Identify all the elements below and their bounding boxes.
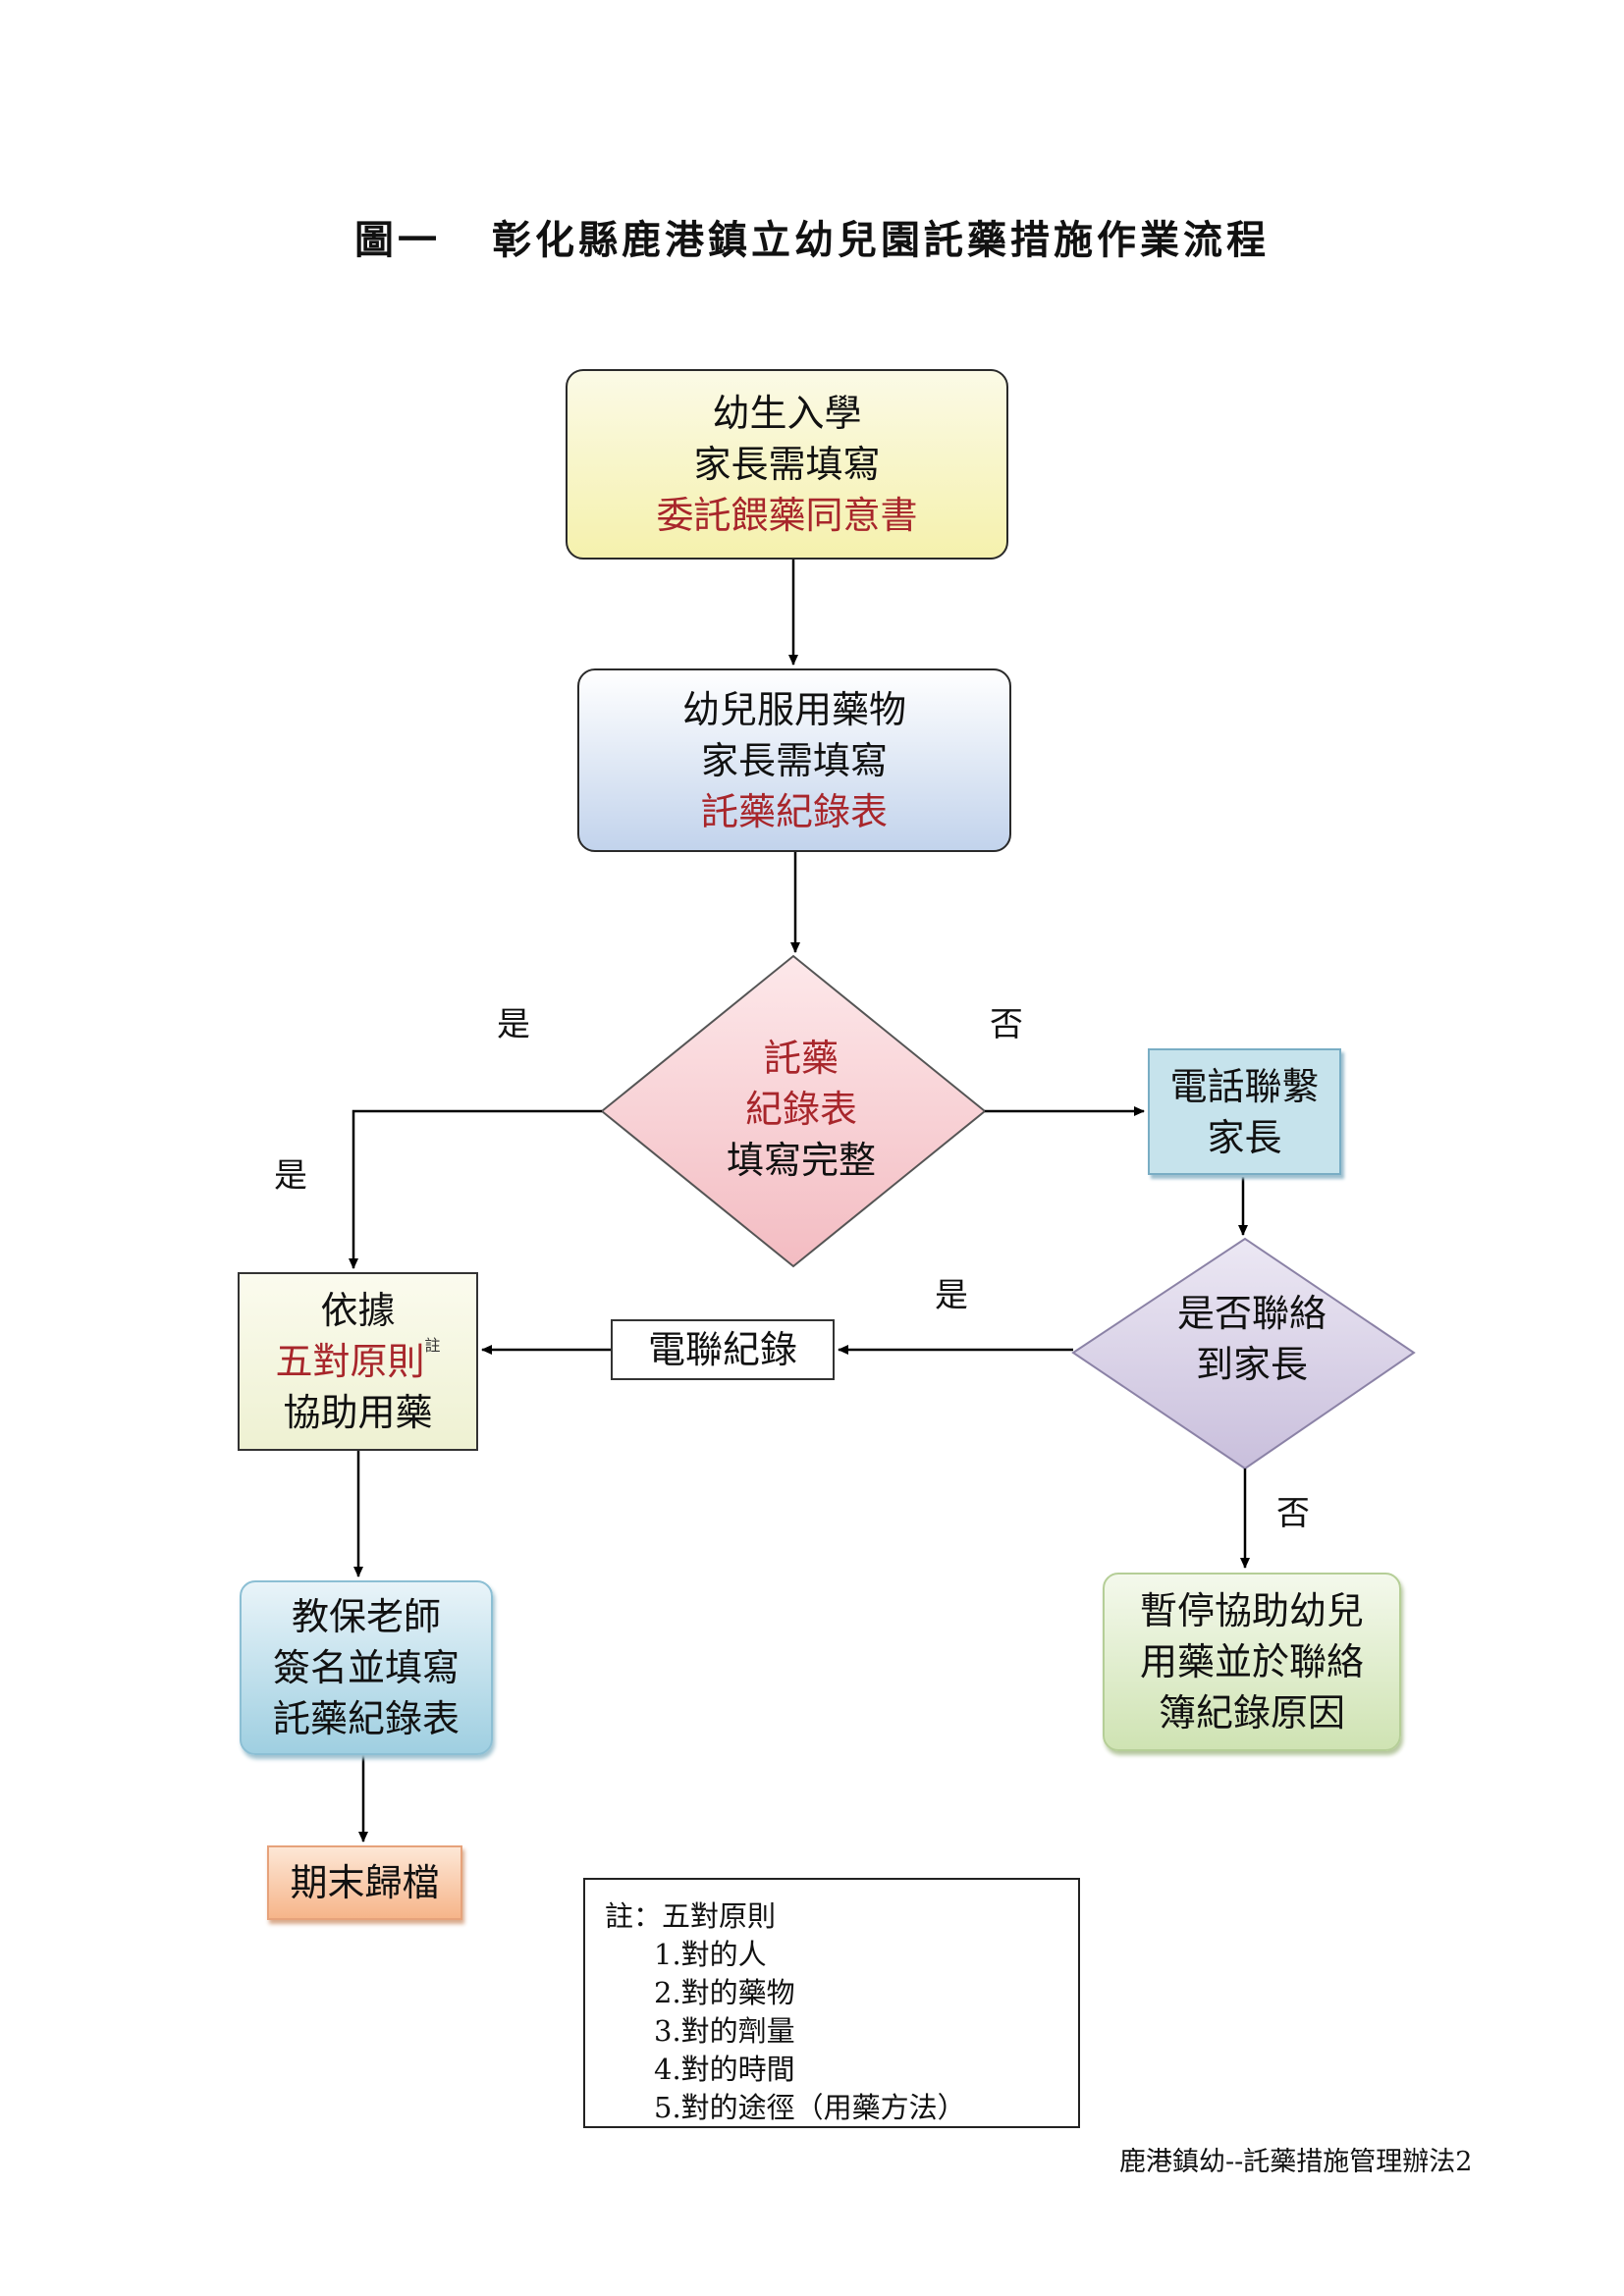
node-line: 幼生入學 <box>712 392 862 435</box>
edge-label-no: 否 <box>1276 1494 1310 1533</box>
note-item: 3.對的劑量 <box>654 2014 795 2048</box>
node-phone-parent: 電話聯繫 家長 <box>1148 1048 1341 1175</box>
node-child-medication: 幼兒服用藥物 家長需填寫 託藥紀錄表 <box>577 668 1011 852</box>
node-line: 是否聯絡 <box>1176 1292 1326 1335</box>
figure-number: 圖一 <box>354 217 441 263</box>
node-line: 託藥紀錄表 <box>272 1697 460 1740</box>
arrow-yes-to-assist <box>349 1109 602 1269</box>
node-line: 家長需填寫 <box>693 443 881 486</box>
footer-text: 鹿港鎮幼--託藥措施管理辦法 <box>1119 2147 1456 2177</box>
record-form-name: 託藥紀錄表 <box>700 789 888 833</box>
node-line: 簽名並填寫 <box>272 1646 460 1689</box>
node-line: 託藥 <box>763 1037 839 1080</box>
edge-label-yes: 是 <box>935 1276 968 1315</box>
node-enrollment: 幼生入學 家長需填寫 委託餵藥同意書 <box>566 369 1008 560</box>
node-line: 簿紀錄原因 <box>1158 1691 1345 1735</box>
note-item: 4.對的時間 <box>654 2053 795 2086</box>
note-marker: 註 <box>424 1336 441 1355</box>
node-teacher-sign: 教保老師 簽名並填寫 託藥紀錄表 <box>240 1580 493 1755</box>
note-item: 5.對的途徑（用藥方法） <box>654 2091 966 2124</box>
note-item: 2.對的藥物 <box>654 1976 795 2009</box>
node-line: 紀錄表 <box>744 1088 857 1131</box>
node-line: 依據 <box>320 1289 396 1332</box>
node-line: 教保老師 <box>291 1595 441 1638</box>
consent-form-name: 委託餵藥同意書 <box>656 494 918 537</box>
page-title: 圖一 彰化縣鹿港鎮立幼兒園託藥措施作業流程 <box>0 208 1624 265</box>
node-line: 期末歸檔 <box>290 1861 440 1904</box>
node-suspend-assist: 暫停協助幼兒 用藥並於聯絡 簿紀錄原因 <box>1103 1573 1401 1751</box>
decision-parent-reached-label: 是否聯絡 到家長 <box>1105 1281 1399 1397</box>
title-text: 彰化縣鹿港鎮立幼兒園託藥措施作業流程 <box>492 217 1270 263</box>
page-number: 2 <box>1455 2147 1473 2177</box>
page-footer: 鹿港鎮幼--託藥措施管理辦法2 <box>1119 2140 1472 2178</box>
node-line: 家長 <box>1207 1115 1282 1159</box>
edge-label-yes: 是 <box>497 1005 530 1044</box>
node-line: 電聯紀錄 <box>647 1328 797 1371</box>
edge-label-yes: 是 <box>274 1156 307 1196</box>
node-line: 用藥並於聯絡 <box>1139 1640 1364 1683</box>
note-heading: 註：五對原則 <box>605 1899 777 1933</box>
five-rights-label: 五對原則 <box>275 1340 425 1383</box>
decision-form-complete-label: 託藥 紀錄表 填寫完整 <box>674 1023 929 1196</box>
edge-label-no: 否 <box>990 1005 1023 1044</box>
node-line: 到家長 <box>1195 1343 1308 1386</box>
node-line: 填寫完整 <box>726 1139 876 1182</box>
node-call-log: 電聯紀錄 <box>611 1319 835 1380</box>
node-line: 暫停協助幼兒 <box>1139 1589 1364 1632</box>
node-line: 幼兒服用藥物 <box>681 687 906 731</box>
note-item: 1.對的人 <box>654 1938 767 1971</box>
node-line: 家長需填寫 <box>700 738 888 782</box>
node-line: 電話聯繫 <box>1169 1064 1320 1108</box>
node-archive: 期末歸檔 <box>267 1845 462 1920</box>
node-assist-medication: 依據 五對原則註 協助用藥 <box>238 1272 478 1451</box>
five-rights-note: 註：五對原則 1.對的人 2.對的藥物 3.對的劑量 4.對的時間 5.對的途徑… <box>583 1878 1080 2128</box>
decision-diamond-form-complete <box>600 954 987 1268</box>
node-line: 協助用藥 <box>283 1391 433 1434</box>
